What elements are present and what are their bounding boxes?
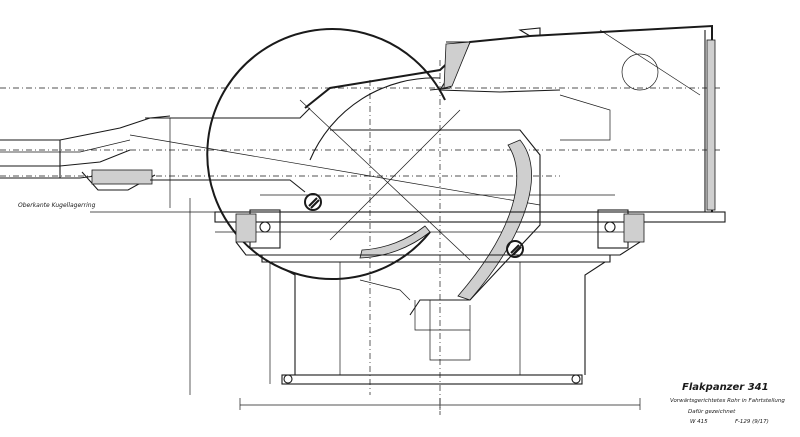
drawing-note: Dafür gezeichnet xyxy=(688,409,736,415)
lower-base xyxy=(261,255,611,385)
drawing-subtitle: Vorwärtsgerichtetes Rohr in Fahrtstellun… xyxy=(670,398,785,404)
drawing-number: F-129 (9/17) xyxy=(735,419,769,425)
drawing-title: Flakpanzer 341 xyxy=(682,382,769,393)
ring-bearings xyxy=(214,209,726,256)
reference-line-label: Oberkante Kugellagerring xyxy=(18,202,96,209)
construction-lines xyxy=(0,60,720,415)
gun-barrel xyxy=(0,107,311,193)
elevation-arcs xyxy=(206,28,541,331)
title-block: Flakpanzer 341 Vorwärtsgerichtetes Rohr … xyxy=(670,382,785,425)
crossed-circle-icon xyxy=(506,240,524,258)
crossed-circle-icon xyxy=(304,193,322,211)
upper-housing xyxy=(304,24,716,212)
dimension-lines xyxy=(90,118,641,410)
drawing-ref: W 415 xyxy=(690,419,708,425)
